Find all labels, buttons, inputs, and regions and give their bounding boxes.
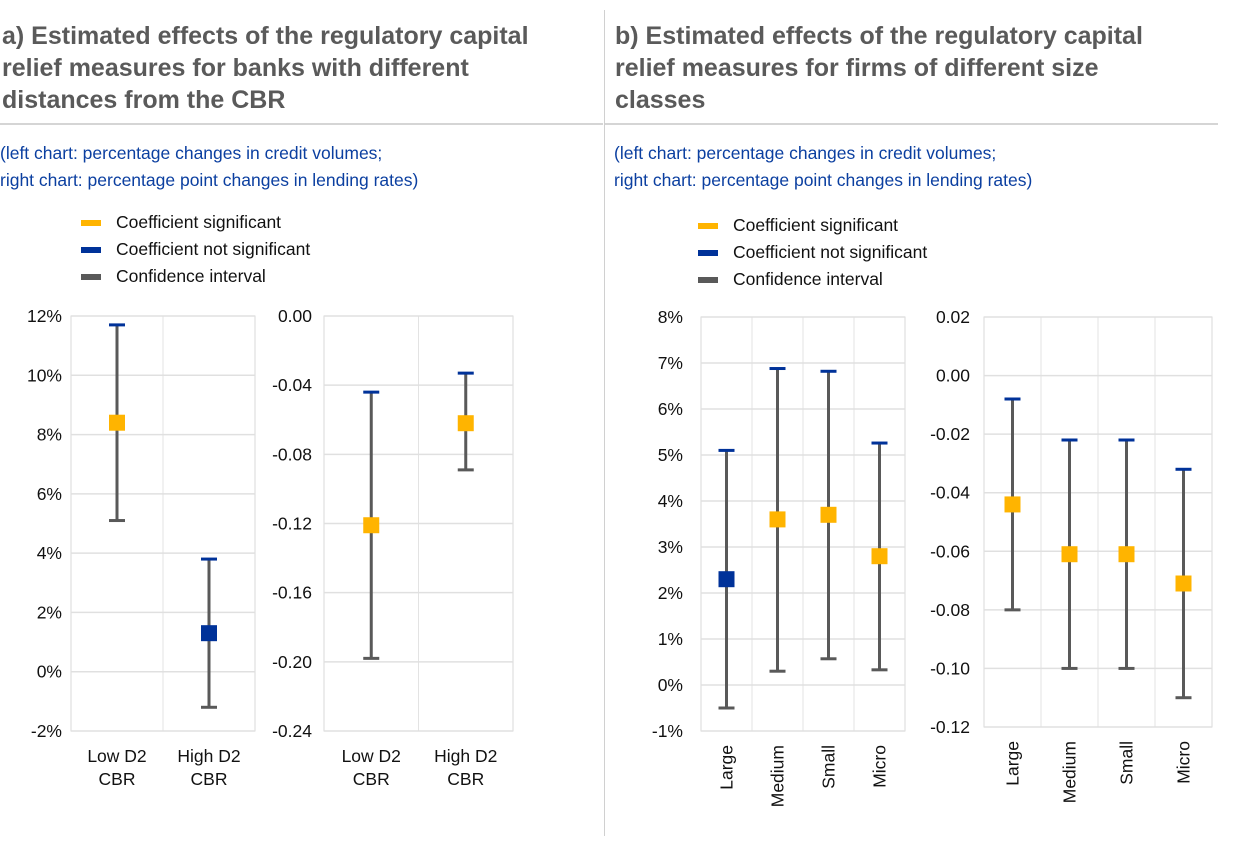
title-line: classes bbox=[615, 86, 706, 114]
coefficient-marker bbox=[1175, 575, 1192, 592]
y-tick-label: 8% bbox=[37, 425, 62, 445]
legend-label: Coefficient not significant bbox=[733, 242, 928, 262]
y-tick-label: -0.08 bbox=[930, 600, 970, 620]
title-line: distances from the CBR bbox=[2, 86, 286, 114]
y-tick-label: -0.06 bbox=[930, 541, 970, 561]
panel-divider bbox=[604, 10, 605, 836]
y-tick-label: 4% bbox=[658, 491, 683, 511]
coefficient-marker bbox=[820, 506, 837, 523]
panel-b-subtitle: (left chart: percentage changes in credi… bbox=[614, 140, 1032, 194]
title-line: relief measures for banks with different bbox=[2, 54, 469, 82]
y-tick-label: 2% bbox=[658, 583, 683, 603]
x-category-label: Micro bbox=[1174, 741, 1194, 784]
x-category-label: Medium bbox=[768, 745, 788, 807]
y-tick-label: -0.12 bbox=[272, 514, 312, 534]
y-tick-label: -1% bbox=[652, 721, 683, 741]
y-tick-label: 6% bbox=[37, 484, 62, 504]
subtitle-line: (left chart: percentage changes in credi… bbox=[614, 143, 997, 163]
legend-swatch bbox=[698, 222, 718, 229]
x-category-label: Small bbox=[1117, 741, 1137, 785]
coefficient-marker bbox=[1118, 546, 1135, 563]
subtitle-line: (left chart: percentage changes in credi… bbox=[0, 143, 383, 163]
y-tick-label: 0% bbox=[37, 662, 62, 682]
y-tick-label: 8% bbox=[658, 307, 683, 327]
x-category-label: High D2 bbox=[177, 746, 240, 766]
y-tick-label: -0.04 bbox=[930, 483, 970, 503]
title-line: relief measures for firms of different s… bbox=[615, 54, 1099, 82]
coefficient-marker bbox=[201, 625, 217, 642]
y-tick-label: -0.12 bbox=[930, 717, 970, 737]
legend-swatch bbox=[81, 219, 101, 226]
panel-a-subtitle: (left chart: percentage changes in credi… bbox=[0, 140, 418, 194]
y-tick-label: 6% bbox=[658, 399, 683, 419]
x-category-label: CBR bbox=[447, 769, 484, 789]
legend-label: Coefficient significant bbox=[733, 215, 899, 235]
y-tick-label: 0.00 bbox=[936, 366, 970, 386]
legend-item-not-significant: Coefficient not significant bbox=[698, 239, 927, 266]
x-category-label: Micro bbox=[870, 745, 890, 788]
y-tick-label: 0.02 bbox=[936, 307, 970, 327]
coefficient-marker bbox=[1004, 496, 1021, 513]
coefficient-marker bbox=[1061, 546, 1078, 563]
y-tick-label: 0.00 bbox=[278, 306, 312, 326]
x-category-label: Large bbox=[1003, 741, 1023, 786]
coefficient-marker bbox=[769, 511, 786, 528]
legend-item-confidence-interval: Confidence interval bbox=[81, 263, 310, 290]
x-category-label: Small bbox=[819, 745, 839, 789]
x-category-label: Low D2 bbox=[87, 746, 146, 766]
coefficient-marker bbox=[363, 517, 380, 534]
legend-item-significant: Coefficient significant bbox=[81, 209, 310, 236]
y-tick-label: 0% bbox=[658, 675, 683, 695]
legend-swatch bbox=[81, 273, 101, 280]
coefficient-marker bbox=[718, 571, 735, 588]
y-tick-label: -0.20 bbox=[272, 652, 312, 672]
y-tick-label: 3% bbox=[658, 537, 683, 557]
x-category-label: Medium bbox=[1060, 741, 1080, 803]
legend-swatch bbox=[81, 246, 101, 253]
subtitle-line: right chart: percentage point changes in… bbox=[614, 170, 1033, 190]
x-category-label: Low D2 bbox=[342, 746, 401, 766]
y-tick-label: 7% bbox=[658, 353, 683, 373]
panel-a-title-rule bbox=[0, 123, 603, 125]
legend-item-confidence-interval: Confidence interval bbox=[698, 266, 927, 293]
legend-swatch bbox=[698, 249, 718, 256]
y-tick-label: -0.08 bbox=[272, 444, 312, 464]
y-tick-label: -0.02 bbox=[930, 424, 970, 444]
title-line: a) Estimated effects of the regulatory c… bbox=[2, 22, 529, 50]
coefficient-marker bbox=[457, 415, 474, 432]
y-tick-label: -0.16 bbox=[272, 583, 312, 603]
y-tick-label: -0.10 bbox=[930, 658, 970, 678]
panel-b-legend: Coefficient significant Coefficient not … bbox=[698, 212, 927, 293]
legend-label: Coefficient not significant bbox=[116, 239, 311, 259]
title-line: b) Estimated effects of the regulatory c… bbox=[615, 22, 1143, 50]
legend-label: Confidence interval bbox=[733, 269, 883, 289]
coefficient-marker bbox=[871, 548, 888, 565]
legend-swatch bbox=[698, 276, 718, 283]
y-tick-label: -0.24 bbox=[272, 721, 312, 741]
panel-a-title: a) Estimated effects of the regulatory c… bbox=[2, 20, 529, 116]
panel-b-title: b) Estimated effects of the regulatory c… bbox=[615, 20, 1143, 116]
x-category-label: CBR bbox=[99, 769, 136, 789]
x-category-label: High D2 bbox=[434, 746, 497, 766]
legend-item-not-significant: Coefficient not significant bbox=[81, 236, 310, 263]
y-tick-label: 1% bbox=[658, 629, 683, 649]
y-tick-label: -2% bbox=[31, 721, 62, 741]
panel-a-legend: Coefficient significant Coefficient not … bbox=[81, 209, 310, 290]
panel-b-title-rule bbox=[605, 123, 1218, 125]
y-tick-label: 2% bbox=[37, 602, 62, 622]
x-category-label: CBR bbox=[191, 769, 228, 789]
legend-label: Coefficient significant bbox=[116, 212, 282, 232]
subtitle-line: right chart: percentage point changes in… bbox=[0, 170, 419, 190]
y-tick-label: 12% bbox=[27, 306, 62, 326]
y-tick-label: 5% bbox=[658, 445, 683, 465]
legend-item-significant: Coefficient significant bbox=[698, 212, 927, 239]
y-tick-label: 4% bbox=[37, 543, 62, 563]
y-tick-label: 10% bbox=[27, 365, 62, 385]
x-category-label: CBR bbox=[353, 769, 390, 789]
x-category-label: Large bbox=[717, 745, 737, 790]
coefficient-marker bbox=[109, 414, 125, 431]
legend-label: Confidence interval bbox=[116, 266, 266, 286]
y-tick-label: -0.04 bbox=[272, 375, 312, 395]
